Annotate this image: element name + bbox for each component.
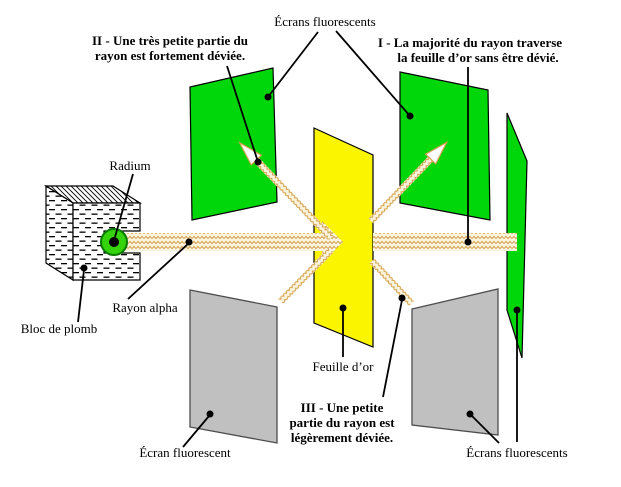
label-alpha-ray: Rayon alpha: [112, 300, 178, 315]
pointer-dot: [254, 158, 262, 166]
pointer-line-radium: [114, 173, 134, 238]
pointer-dot: [513, 306, 521, 314]
alpha-beam-right-segment: [373, 233, 517, 251]
pointer-dot: [406, 112, 414, 120]
ray-slightly-deflected: [369, 258, 415, 306]
annotation-III-line2: partie du rayon est: [289, 415, 395, 430]
ray-body: [252, 156, 334, 241]
pointer-dot: [206, 410, 214, 418]
annotation-I-line1: I - La majorité du rayon traverse: [378, 35, 562, 50]
lead-block-front-face: [72, 202, 141, 281]
alpha-beam-left-segment: [115, 233, 322, 251]
fluorescent-screen-bottom-left: [189, 289, 278, 444]
ray-passing-through: [368, 140, 449, 224]
ray-arrowhead: [424, 140, 449, 165]
fluorescent-screen-bottom-right: [411, 288, 499, 436]
pointer-line-screen-bottom-left: [182, 415, 210, 448]
label-gold-foil: Feuille d’or: [312, 359, 374, 374]
lead-block-left-face: [45, 184, 74, 282]
pointer-line-alpha-ray: [127, 242, 190, 300]
label-screens-top: Écrans fluorescents: [274, 14, 375, 29]
pointer-lines: [77, 30, 518, 448]
pointer-line-screens-top-right: [335, 30, 411, 117]
pointer-line-annotation-III: [382, 299, 403, 398]
pointer-line-screens-bottom-right-a: [471, 415, 500, 444]
pointer-line-annotation-II: [226, 65, 259, 163]
pointer-dot: [80, 264, 88, 272]
ray-body: [369, 258, 415, 306]
pointer-dot: [185, 238, 193, 246]
annotation-III-line1: III - Une petite: [301, 400, 384, 415]
annotation-II-line2: rayon est fortement déviée.: [95, 48, 245, 63]
pointer-dot: [264, 93, 272, 101]
label-screens-bottom-right: Écrans fluorescents: [466, 445, 567, 460]
pointer-dot: [339, 304, 347, 312]
pointer-line-screens-top-left: [267, 31, 319, 98]
radium-core-dot: [109, 237, 119, 247]
pointer-dots: [80, 93, 521, 418]
ray-body: [368, 155, 435, 224]
label-radium: Radium: [109, 158, 150, 173]
annotation-II-line1: II - Une très petite partie du: [92, 33, 248, 48]
annotation-I-line2: la feuille d’or sans être dévié.: [397, 50, 558, 65]
annotation-III-line3: légèrement déviée.: [291, 430, 393, 445]
pointer-line-lead-block: [77, 269, 85, 323]
pointer-dot: [398, 294, 406, 302]
label-lead-block: Bloc de plomb: [21, 321, 98, 336]
label-screen-bottom-left: Écran fluorescent: [139, 445, 231, 460]
fluorescent-screen-top-left: [189, 67, 278, 221]
ray-down-left: [278, 247, 334, 304]
pointer-dot: [464, 238, 472, 246]
gold-foil: [313, 127, 374, 348]
lead-block: [43, 184, 143, 282]
pointer-dot: [466, 410, 474, 418]
ray-body: [278, 247, 334, 304]
